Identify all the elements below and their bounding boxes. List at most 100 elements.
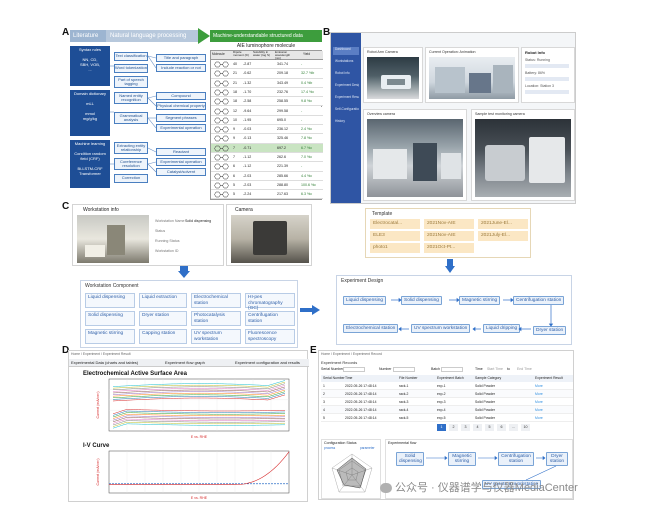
sidebar-item[interactable]: Self-Configuration bbox=[335, 107, 359, 111]
sidebar-item[interactable]: Experiment Result bbox=[335, 95, 359, 99]
camera-card[interactable]: Robot Arm Camera bbox=[363, 47, 423, 103]
flow-step[interactable]: Solid dispensing bbox=[401, 296, 442, 305]
table-cell: rack-1 bbox=[399, 384, 409, 388]
page-button[interactable]: 10 bbox=[521, 424, 530, 431]
number-input[interactable] bbox=[393, 367, 415, 372]
table-cell: 209.18 bbox=[277, 71, 288, 76]
page-button[interactable]: ... bbox=[509, 424, 518, 431]
camera-card[interactable]: Current Operation: Animation bbox=[425, 47, 519, 103]
page-button[interactable]: 1 bbox=[437, 424, 446, 431]
table-cell: 7.0 %c bbox=[301, 155, 312, 159]
table-cell: 2022-05-26 17:48:14 bbox=[345, 400, 377, 404]
breadcrumb: Home / Experiment / Experiment Result bbox=[71, 352, 131, 356]
flow-step[interactable]: UV spectrum workstation bbox=[482, 480, 542, 489]
camera-card[interactable]: Overview camera bbox=[363, 109, 467, 201]
table-header-row: Molecule Dipole moment (D) Solubility in… bbox=[211, 51, 323, 60]
more-link[interactable]: More bbox=[535, 416, 543, 420]
more-link[interactable]: More bbox=[535, 400, 543, 404]
end-time-input[interactable]: End Time bbox=[517, 367, 532, 371]
camera-card-c: Camera bbox=[226, 204, 312, 266]
molecule-structure-icon bbox=[213, 89, 229, 96]
tab-flow-graph[interactable]: Experiment flow graph bbox=[165, 360, 205, 365]
component-item[interactable]: Dryer station bbox=[139, 311, 187, 326]
component-item[interactable]: Liquid dispensing bbox=[85, 293, 135, 308]
sidebar-item[interactable]: History bbox=[335, 119, 345, 123]
serial-input[interactable] bbox=[343, 367, 365, 372]
sidebar-item[interactable]: Dashboard bbox=[333, 47, 359, 55]
component-item[interactable]: Electrochemical station bbox=[191, 293, 241, 308]
table-cell: rack-3 bbox=[399, 400, 409, 404]
sidebar-item[interactable]: Robot Info bbox=[335, 71, 350, 75]
table-cell: 6.7 %c bbox=[301, 145, 312, 150]
component-item[interactable]: Centrifugation station bbox=[245, 311, 295, 326]
page-button[interactable]: 6 bbox=[497, 424, 506, 431]
sidebar-item[interactable]: Experiment Design bbox=[335, 83, 359, 87]
table-cell: 262.6 bbox=[277, 155, 286, 159]
component-item[interactable]: Capping station bbox=[139, 329, 187, 344]
table-cell: exp-1 bbox=[437, 384, 446, 388]
camera-card[interactable]: Sample test monitoring camera bbox=[471, 109, 575, 201]
template-card[interactable]: photo1 bbox=[370, 243, 420, 253]
flow-step[interactable]: UV spectrum workstation bbox=[411, 324, 471, 333]
workstation-field: Status bbox=[155, 229, 166, 233]
template-card[interactable]: 2021Nov-AIE bbox=[424, 231, 474, 241]
flow-step[interactable]: Magnetic stirring bbox=[459, 296, 501, 305]
cv-curve-top bbox=[112, 380, 286, 387]
template-card[interactable]: 2021Oct-Pt... bbox=[424, 243, 474, 253]
table-cell: - bbox=[301, 108, 303, 113]
more-link[interactable]: More bbox=[535, 408, 543, 412]
tab-configuration[interactable]: Experiment configuration and results bbox=[235, 360, 300, 365]
batch-input[interactable] bbox=[441, 367, 463, 372]
page-button[interactable]: 4 bbox=[473, 424, 482, 431]
table-cell: 697.2 bbox=[277, 145, 286, 150]
nlp-step: Named entity recognition bbox=[114, 92, 148, 104]
flow-step[interactable]: Liquid dispensing bbox=[343, 296, 387, 305]
flow-step[interactable]: Dryer station bbox=[533, 326, 567, 335]
page-button[interactable]: 5 bbox=[485, 424, 494, 431]
component-item[interactable]: Fluorescence spectroscopy bbox=[245, 329, 295, 344]
experimental-flow-card: Experimental flow Solid dispensing Magne… bbox=[385, 439, 573, 499]
more-link[interactable]: More bbox=[535, 384, 543, 388]
page-button[interactable]: 3 bbox=[461, 424, 470, 431]
cv-curve-bottom bbox=[112, 418, 285, 424]
template-card[interactable]: 2021Nov-AIE bbox=[424, 219, 474, 229]
table-cell: 1 bbox=[323, 384, 325, 388]
flow-step[interactable]: Centrifugation station bbox=[498, 452, 534, 466]
molecule-structure-icon bbox=[213, 154, 229, 161]
component-item[interactable]: UV spectrum workstation bbox=[191, 329, 241, 344]
table-cell: 341.74 bbox=[277, 62, 288, 66]
component-item[interactable]: Solid dispensing bbox=[85, 311, 135, 326]
overview-camera-feed bbox=[367, 119, 463, 197]
filter-label: Serial Number bbox=[321, 367, 344, 371]
flow-step[interactable]: Dryer station bbox=[546, 452, 568, 466]
cv-curve-bottom bbox=[112, 420, 285, 426]
template-card[interactable]: ELE3 bbox=[370, 231, 420, 241]
start-time-input[interactable]: Start Time bbox=[487, 367, 503, 371]
flow-step[interactable]: Centrifugation station bbox=[513, 296, 565, 305]
table-cell: 232.76 bbox=[277, 89, 288, 94]
more-link[interactable]: More bbox=[535, 392, 543, 396]
table-cell: 4.4 %c bbox=[301, 173, 312, 178]
panel-label-d: D bbox=[62, 345, 70, 356]
panel-label-a: A bbox=[62, 27, 70, 38]
x-axis-label: E vs. RHE bbox=[191, 496, 208, 500]
animation-feed bbox=[429, 57, 515, 99]
cv-curve-bottom bbox=[112, 421, 285, 427]
template-card[interactable]: 2021July-El... bbox=[478, 231, 528, 241]
component-item[interactable]: Liquid extraction bbox=[139, 293, 187, 308]
component-item[interactable]: Photocatalysis station bbox=[191, 311, 241, 326]
component-item[interactable]: HI-pes chromatography (GC) bbox=[245, 293, 295, 311]
component-item[interactable]: Magnetic stirring bbox=[85, 329, 135, 344]
sidebar-item[interactable]: Workstations bbox=[335, 59, 354, 63]
flow-step[interactable]: Electrochemical station bbox=[343, 324, 399, 333]
template-card[interactable]: 2021June-El... bbox=[478, 219, 528, 229]
page-button[interactable]: 2 bbox=[449, 424, 458, 431]
tab-experimental-data[interactable]: Experimental Data (charts and tables) bbox=[71, 360, 139, 365]
col-header: Yield bbox=[303, 52, 310, 56]
flow-step[interactable]: Solid dispensing bbox=[396, 452, 424, 466]
template-card[interactable]: Electrocatal... bbox=[370, 219, 420, 229]
flow-step[interactable]: Magnetic stirring bbox=[448, 452, 476, 466]
